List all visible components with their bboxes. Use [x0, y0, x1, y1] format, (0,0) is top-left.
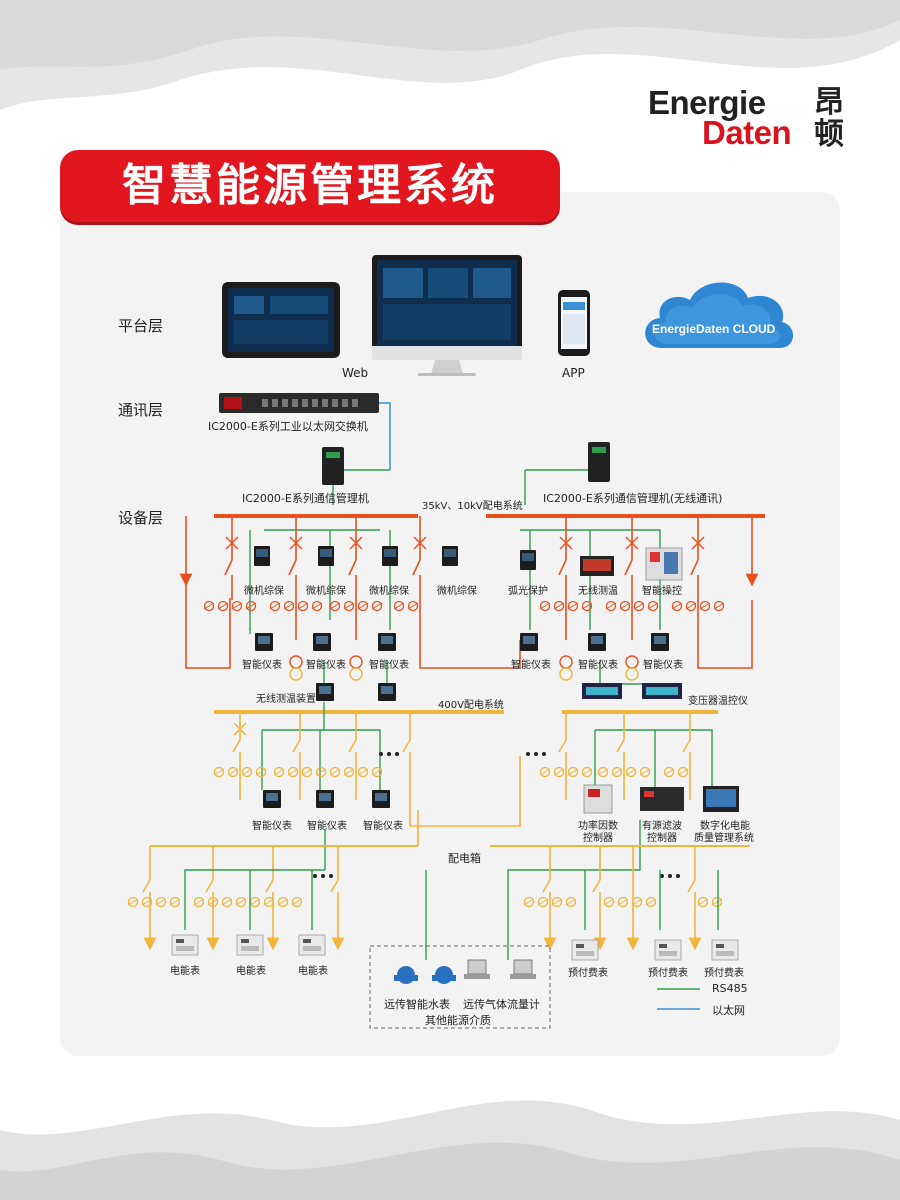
water-meter-label: 远传智能水表 [384, 998, 450, 1011]
lv-bus-label: 400V配电系统 [438, 700, 504, 711]
dist-box-label: 配电箱 [448, 852, 481, 865]
gas-meter-label: 远传气体流量计 [463, 998, 540, 1011]
prepaid-label-2: 预付费表 [648, 968, 688, 979]
energy-meter-label-1: 电能表 [170, 966, 200, 977]
brand-logo: Energie Daten 昂 顿 [648, 86, 848, 156]
switch-label: IC2000-E系列工业以太网交换机 [208, 420, 368, 433]
legend-rs485-label: RS485 [712, 982, 748, 995]
transformer-temp-label: 变压器温控仪 [688, 696, 748, 707]
pq-system-device [703, 786, 739, 812]
pf-controller-device [583, 784, 613, 814]
meter-label-hv-2: 智能仪表 [306, 660, 346, 671]
protect-label-3: 微机综保 [369, 586, 409, 597]
comm-manager-left [322, 447, 344, 485]
water-meter-device [394, 966, 456, 984]
meter-label-hv-6: 智能仪表 [643, 660, 683, 671]
smart-ctrl-label: 智能操控 [642, 586, 682, 597]
desktop-monitor [372, 255, 522, 376]
meter-label-hv-4: 智能仪表 [511, 660, 551, 671]
layer-platform: 平台层 [118, 317, 164, 335]
protect-label-2: 微机综保 [306, 586, 346, 597]
wireless-temp-label: 无线测温 [578, 586, 618, 597]
energy-meter-label-3: 电能表 [298, 966, 328, 977]
meter-label-lv-2: 智能仪表 [307, 821, 347, 832]
gas-flowmeter-device [464, 959, 536, 979]
app-label: APP [562, 366, 585, 380]
meter-label-hv-1: 智能仪表 [242, 660, 282, 671]
web-label: Web [342, 366, 369, 380]
logo-line2: Daten [702, 114, 792, 151]
meter-label-hv-5: 智能仪表 [578, 660, 618, 671]
ethernet-switch-device [219, 393, 379, 413]
hv-bus-label: 35kV、10kV配电系统 [422, 501, 523, 512]
title-banner: 智慧能源管理系统 [60, 150, 560, 222]
apf-label-2: 控制器 [647, 833, 677, 844]
other-energy-label: 其他能源介质 [425, 1014, 491, 1027]
comm-manager-right-label: IC2000-E系列通信管理机(无线通讯) [543, 492, 723, 505]
logo-cn-1: 昂 [814, 85, 844, 120]
logo-cn-2: 顿 [814, 117, 844, 152]
legend-ethernet-label: 以太网 [712, 1004, 745, 1017]
comm-manager-right [588, 442, 610, 482]
meter-label-hv-3: 智能仪表 [369, 660, 409, 671]
apf-device [640, 787, 684, 811]
meter-label-lv-3: 智能仪表 [363, 821, 403, 832]
protect-label-1: 微机综保 [244, 586, 284, 597]
cloud-label: EnergieDaten CLOUD [652, 322, 776, 336]
wireless-temp-panel [580, 556, 614, 576]
meter-label-lv-1: 智能仪表 [252, 821, 292, 832]
pq-label-2: 质量管理系统 [694, 833, 754, 844]
smart-control-panel [645, 547, 683, 581]
logo-line1: Energie [648, 84, 766, 121]
comm-manager-left-label: IC2000-E系列通信管理机 [242, 492, 369, 505]
smartphone-device [558, 290, 590, 356]
tablet-device [222, 282, 340, 358]
prepaid-label-3: 预付费表 [704, 968, 744, 979]
wireless-temp-dev-label: 无线测温装置 [256, 694, 316, 705]
arc-label: 弧光保护 [508, 586, 548, 597]
layer-device: 设备层 [118, 509, 164, 527]
page-title: 智慧能源管理系统 [122, 160, 498, 211]
layer-comm: 通讯层 [118, 401, 164, 419]
pf-ctrl-label-2: 控制器 [583, 833, 613, 844]
prepaid-label-1: 预付费表 [568, 968, 608, 979]
energy-meter-label-2: 电能表 [236, 966, 266, 977]
pf-ctrl-label-1: 功率因数 [578, 821, 618, 832]
apf-label-1: 有源滤波 [642, 821, 682, 832]
cloud-icon [645, 282, 794, 348]
protect-label-4: 微机综保 [437, 586, 477, 597]
pq-label-1: 数字化电能 [700, 821, 750, 832]
